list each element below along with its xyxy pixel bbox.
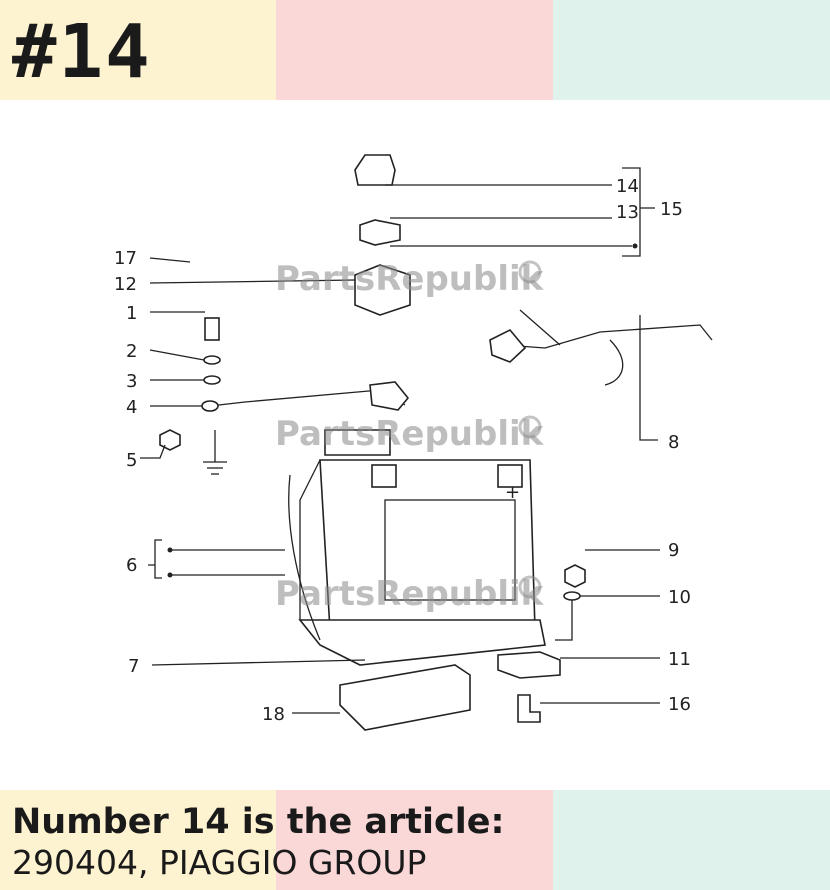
callout-dots: [167, 243, 638, 578]
nut-left: [159, 429, 181, 451]
positive-cable: [504, 324, 713, 349]
part-number-badge: #14: [12, 9, 152, 95]
callout-10: 10: [668, 587, 691, 608]
leader-lines: [140, 167, 660, 714]
battery: +: [288, 429, 546, 666]
callout-6: 6: [126, 555, 137, 576]
callout-labels: 1 2 3 4 5 6 7 8 9 10 11 12 13 14 15 16 1…: [114, 176, 691, 725]
watermark-middle: PartsRepublik: [275, 414, 545, 454]
callout-15: 15: [660, 199, 683, 220]
callout-17: 17: [114, 248, 137, 269]
gear-icon: [518, 260, 542, 599]
callout-7: 7: [128, 656, 139, 677]
callout-1: 1: [126, 303, 137, 324]
callout-3: 3: [126, 371, 137, 392]
battery-tray: [339, 664, 471, 731]
washer-right: [563, 591, 581, 601]
callout-18: 18: [262, 704, 285, 725]
fuse: [359, 219, 401, 246]
washer-lower: [203, 375, 221, 385]
svg-text:+: +: [505, 482, 520, 503]
watermark-bottom: PartsRepublik: [275, 574, 545, 614]
exploded-parts-diagram: +: [114, 154, 713, 731]
washer-upper: [203, 355, 221, 365]
callout-8: 8: [668, 432, 679, 453]
callout-11: 11: [668, 649, 691, 670]
footer-band: [0, 790, 830, 890]
screw: [204, 317, 220, 341]
callout-2: 2: [126, 341, 137, 362]
watermark-top: PartsRepublik: [275, 259, 545, 299]
callout-4: 4: [126, 397, 137, 418]
callout-16: 16: [668, 694, 691, 715]
caption-title: Number 14 is the article:: [12, 802, 505, 842]
nut-right: [564, 564, 586, 588]
fuse-holder: [354, 264, 411, 316]
terminal-cap: [354, 154, 396, 186]
callout-14: 14: [616, 176, 639, 197]
callout-5: 5: [126, 450, 137, 471]
ground-symbol: [203, 430, 227, 475]
callout-13: 13: [616, 202, 639, 223]
callout-12: 12: [114, 274, 137, 295]
caption-article: 290404, PIAGGIO GROUP: [12, 843, 427, 882]
callout-9: 9: [668, 540, 679, 561]
bolt: [517, 694, 541, 723]
header-band: [0, 0, 830, 100]
watermarks: PartsRepublik PartsRepublik PartsRepubli…: [275, 259, 545, 614]
bracket: [497, 651, 561, 679]
